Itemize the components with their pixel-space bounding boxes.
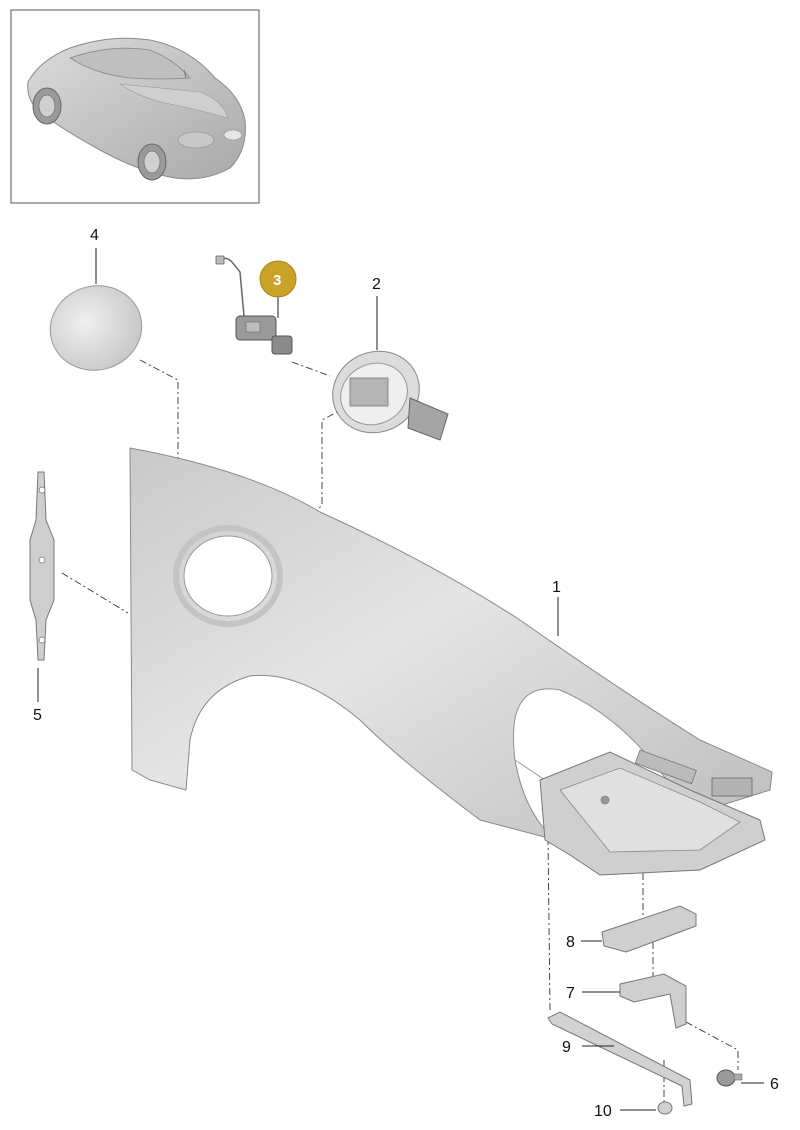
clip-part: [657, 1101, 673, 1115]
callout-9[interactable]: 9: [562, 1039, 571, 1056]
callout-7[interactable]: 7: [566, 985, 575, 1002]
callout-6-label: 6: [770, 1076, 779, 1093]
callout-8-label: 8: [566, 934, 575, 951]
callout-3[interactable]: 3: [259, 260, 297, 298]
callout-3-label: 3: [273, 272, 281, 289]
fuel-cap-part: [49, 285, 143, 371]
callout-1-label: 1: [552, 579, 561, 596]
callout-4[interactable]: 4: [90, 227, 99, 244]
fender-part: [129, 447, 773, 876]
callout-10[interactable]: 10: [594, 1103, 612, 1120]
callout-5-label: 5: [33, 707, 42, 724]
vehicle-thumbnail: [10, 9, 260, 204]
leader-lines: [37, 248, 764, 1111]
callout-5[interactable]: 5: [33, 707, 42, 724]
angle-bracket-part: [619, 973, 687, 1029]
callout-2[interactable]: 2: [372, 276, 381, 293]
callout-4-label: 4: [90, 227, 99, 244]
bracket-part: [29, 471, 55, 661]
callout-3-highlight: [259, 260, 297, 298]
car-silhouette: [27, 37, 246, 181]
callout-10-label: 10: [594, 1103, 612, 1120]
callout-8[interactable]: 8: [566, 934, 575, 951]
actuator-part: [215, 255, 293, 355]
callout-2-label: 2: [372, 276, 381, 293]
callout-6[interactable]: 6: [770, 1076, 779, 1093]
callout-1[interactable]: 1: [552, 579, 561, 596]
bracket-plate-part: [601, 905, 697, 953]
rivet-part: [716, 1069, 743, 1087]
filler-housing-part: [332, 350, 449, 441]
support-strut-part: [547, 1011, 693, 1107]
callout-7-label: 7: [566, 985, 575, 1002]
callout-9-label: 9: [562, 1039, 571, 1056]
